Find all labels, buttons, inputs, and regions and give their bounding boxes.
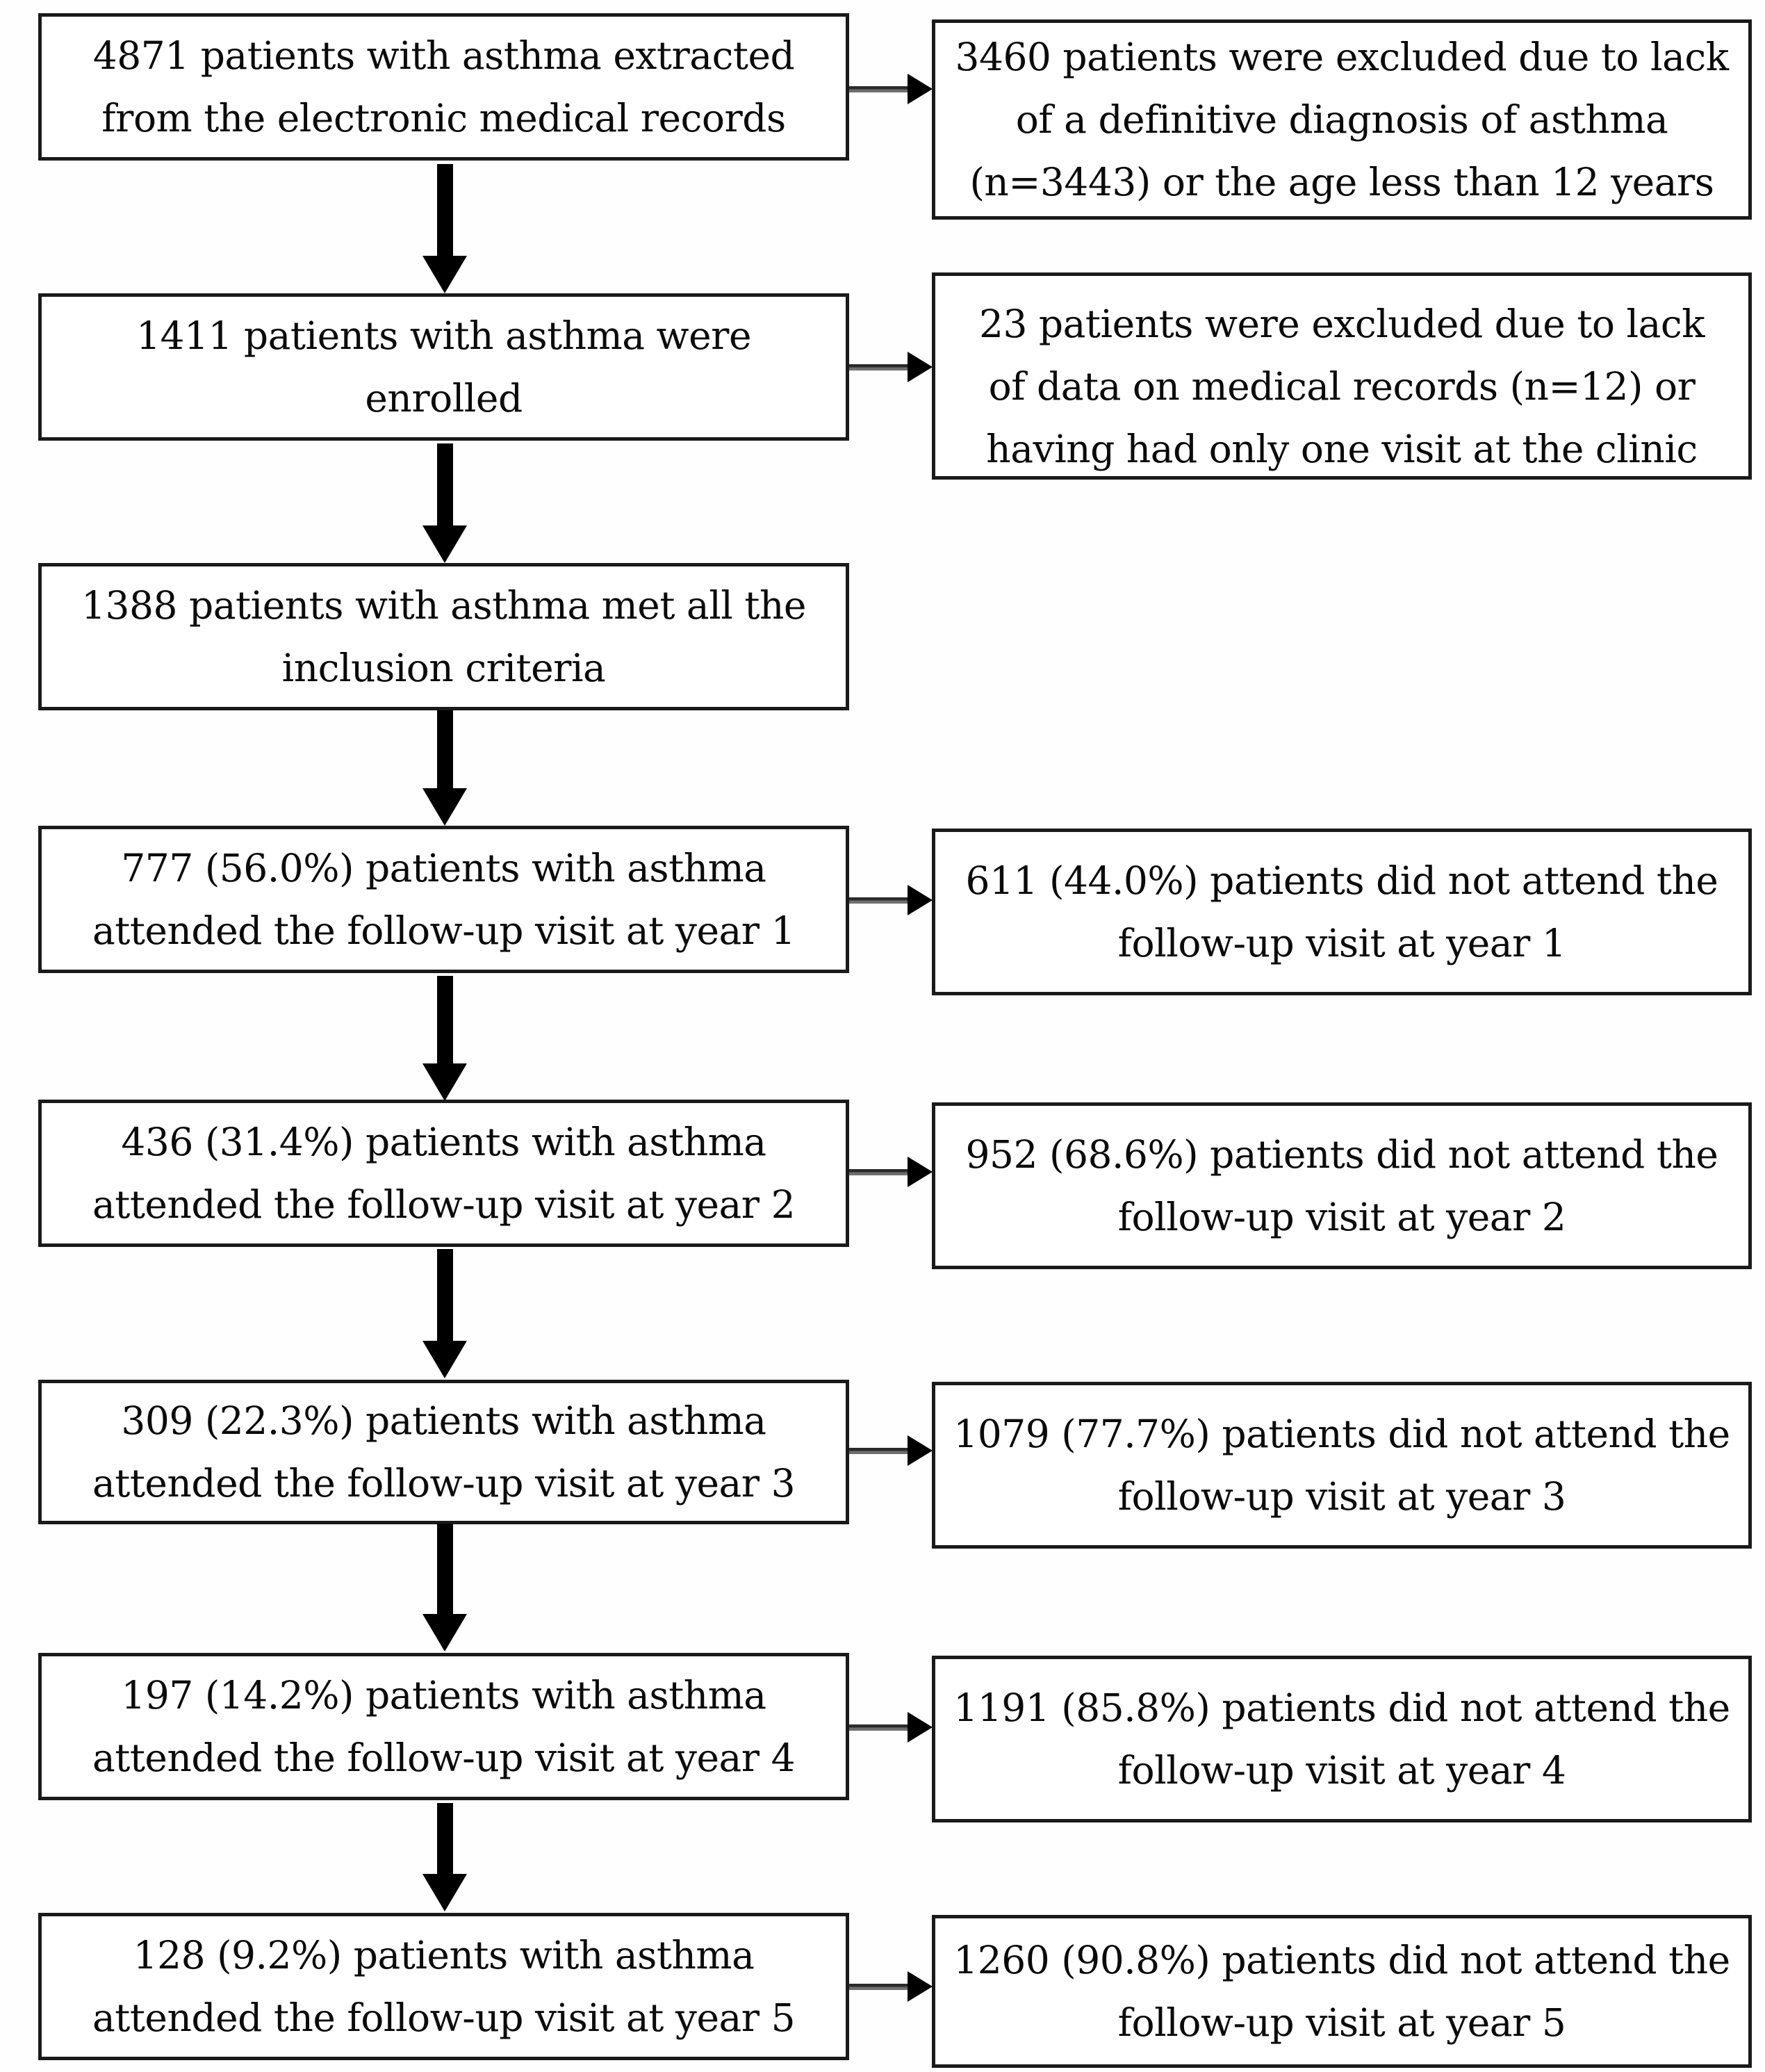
down-arrow-6 — [422, 1524, 467, 1651]
box-attended-year3: 309 (22.3%) patients with asthma attende… — [38, 1380, 849, 1524]
arrow-shaft — [849, 897, 908, 904]
arrow-head-icon — [422, 788, 467, 826]
arrow-shaft — [849, 1983, 908, 1990]
arrow-stem — [436, 1249, 453, 1341]
right-arrow-row1 — [849, 74, 933, 104]
arrow-head-icon — [422, 1874, 467, 1911]
box-missed-year2-line: follow-up visit at year 2 — [1117, 1195, 1566, 1239]
box-missed-year2-line: 952 (68.6%) patients did not attend the — [965, 1132, 1718, 1177]
arrow-head-icon — [422, 1614, 467, 1651]
box-excluded-records-line: having had only one visit at the clinic — [986, 427, 1698, 471]
box-inclusion-criteria-line: inclusion criteria — [281, 646, 606, 690]
box-missed-year1-line: follow-up visit at year 1 — [1117, 921, 1566, 965]
box-missed-year4-line: follow-up visit at year 4 — [1117, 1748, 1566, 1793]
box-enrolled-line: enrolled — [365, 376, 523, 421]
box-enrolled-line: 1411 patients with asthma were — [136, 313, 752, 358]
box-extracted-line: 4871 patients with asthma extracted — [92, 33, 795, 78]
box-excluded-diagnosis: 3460 patients were excluded due to lack … — [932, 19, 1752, 220]
arrow-stem — [436, 1803, 453, 1874]
right-arrow-row5 — [849, 1157, 933, 1187]
right-arrow-row2 — [849, 352, 933, 382]
arrow-head-icon — [908, 1435, 933, 1466]
arrow-head-icon — [908, 1157, 933, 1187]
box-attended-year5-line: 128 (9.2%) patients with asthma — [133, 1933, 755, 1977]
box-excluded-diagnosis-line: 3460 patients were excluded due to lack — [955, 35, 1729, 79]
arrow-head-icon — [908, 352, 933, 382]
box-attended-year2-line: attended the follow-up visit at year 2 — [92, 1182, 796, 1227]
box-attended-year3-line: 309 (22.3%) patients with asthma — [121, 1398, 766, 1443]
box-inclusion-criteria: 1388 patients with asthma met all the in… — [38, 563, 849, 710]
arrow-stem — [436, 164, 453, 256]
down-arrow-3 — [422, 710, 467, 826]
box-attended-year5: 128 (9.2%) patients with asthma attended… — [38, 1913, 849, 2060]
box-attended-year3-line: attended the follow-up visit at year 3 — [92, 1461, 796, 1506]
arrow-head-icon — [422, 525, 467, 563]
arrow-shaft — [849, 85, 908, 92]
arrow-stem — [436, 976, 453, 1063]
box-attended-year4: 197 (14.2%) patients with asthma attende… — [38, 1653, 849, 1800]
arrow-shaft — [849, 1168, 908, 1175]
box-excluded-records: 23 patients were excluded due to lack of… — [932, 272, 1752, 480]
box-attended-year2: 436 (31.4%) patients with asthma attende… — [38, 1100, 849, 1247]
box-missed-year2: 952 (68.6%) patients did not attend the … — [932, 1102, 1752, 1269]
arrow-shaft — [849, 1447, 908, 1454]
box-excluded-records-line: 23 patients were excluded due to lack — [978, 302, 1705, 346]
box-missed-year5-line: 1260 (90.8%) patients did not attend the — [953, 1938, 1730, 1982]
down-arrow-7 — [422, 1803, 467, 1911]
box-missed-year1-line: 611 (44.0%) patients did not attend the — [965, 858, 1718, 903]
arrow-head-icon — [422, 256, 467, 293]
box-missed-year5: 1260 (90.8%) patients did not attend the… — [932, 1915, 1752, 2068]
box-attended-year1-line: attended the follow-up visit at year 1 — [92, 908, 796, 953]
box-excluded-records-line: of data on medical records (n=12) or — [988, 364, 1696, 409]
box-enrolled: 1411 patients with asthma were enrolled — [38, 293, 849, 441]
arrow-head-icon — [908, 1712, 933, 1743]
box-missed-year5-line: follow-up visit at year 5 — [1117, 2000, 1566, 2045]
box-excluded-diagnosis-line: of a definitive diagnosis of asthma — [1015, 97, 1668, 142]
right-arrow-row6 — [849, 1435, 933, 1466]
box-excluded-diagnosis-line: (n=3443) or the age less than 12 years — [969, 160, 1714, 204]
box-attended-year2-line: 436 (31.4%) patients with asthma — [121, 1120, 766, 1164]
right-arrow-row8 — [849, 1971, 933, 2002]
box-missed-year1: 611 (44.0%) patients did not attend the … — [932, 829, 1752, 995]
box-missed-year3: 1079 (77.7%) patients did not attend the… — [932, 1382, 1752, 1549]
box-missed-year4-line: 1191 (85.8%) patients did not attend the — [953, 1686, 1730, 1730]
arrow-shaft — [849, 364, 908, 370]
arrow-shaft — [849, 1724, 908, 1731]
right-arrow-row7 — [849, 1712, 933, 1743]
arrow-stem — [436, 443, 453, 525]
box-extracted-line: from the electronic medical records — [101, 96, 786, 140]
box-attended-year4-line: 197 (14.2%) patients with asthma — [121, 1673, 766, 1718]
box-inclusion-criteria-line: 1388 patients with asthma met all the — [81, 583, 806, 628]
down-arrow-4 — [422, 976, 467, 1101]
box-missed-year3-line: 1079 (77.7%) patients did not attend the — [953, 1412, 1730, 1456]
box-attended-year1-line: 777 (56.0%) patients with asthma — [121, 846, 766, 890]
arrow-head-icon — [422, 1341, 467, 1378]
box-missed-year4: 1191 (85.8%) patients did not attend the… — [932, 1656, 1752, 1822]
down-arrow-1 — [422, 164, 467, 293]
arrow-stem — [436, 1524, 453, 1614]
arrow-head-icon — [422, 1063, 467, 1101]
arrow-head-icon — [908, 1971, 933, 2002]
box-attended-year1: 777 (56.0%) patients with asthma attende… — [38, 826, 849, 973]
down-arrow-2 — [422, 443, 467, 563]
box-attended-year5-line: attended the follow-up visit at year 5 — [92, 1996, 796, 2040]
down-arrow-5 — [422, 1249, 467, 1378]
box-extracted: 4871 patients with asthma extracted from… — [38, 13, 849, 161]
arrow-stem — [436, 710, 453, 788]
box-attended-year4-line: attended the follow-up visit at year 4 — [92, 1736, 796, 1780]
arrow-head-icon — [908, 885, 933, 915]
arrow-head-icon — [908, 74, 933, 104]
box-missed-year3-line: follow-up visit at year 3 — [1117, 1474, 1566, 1519]
right-arrow-row4 — [849, 885, 933, 915]
